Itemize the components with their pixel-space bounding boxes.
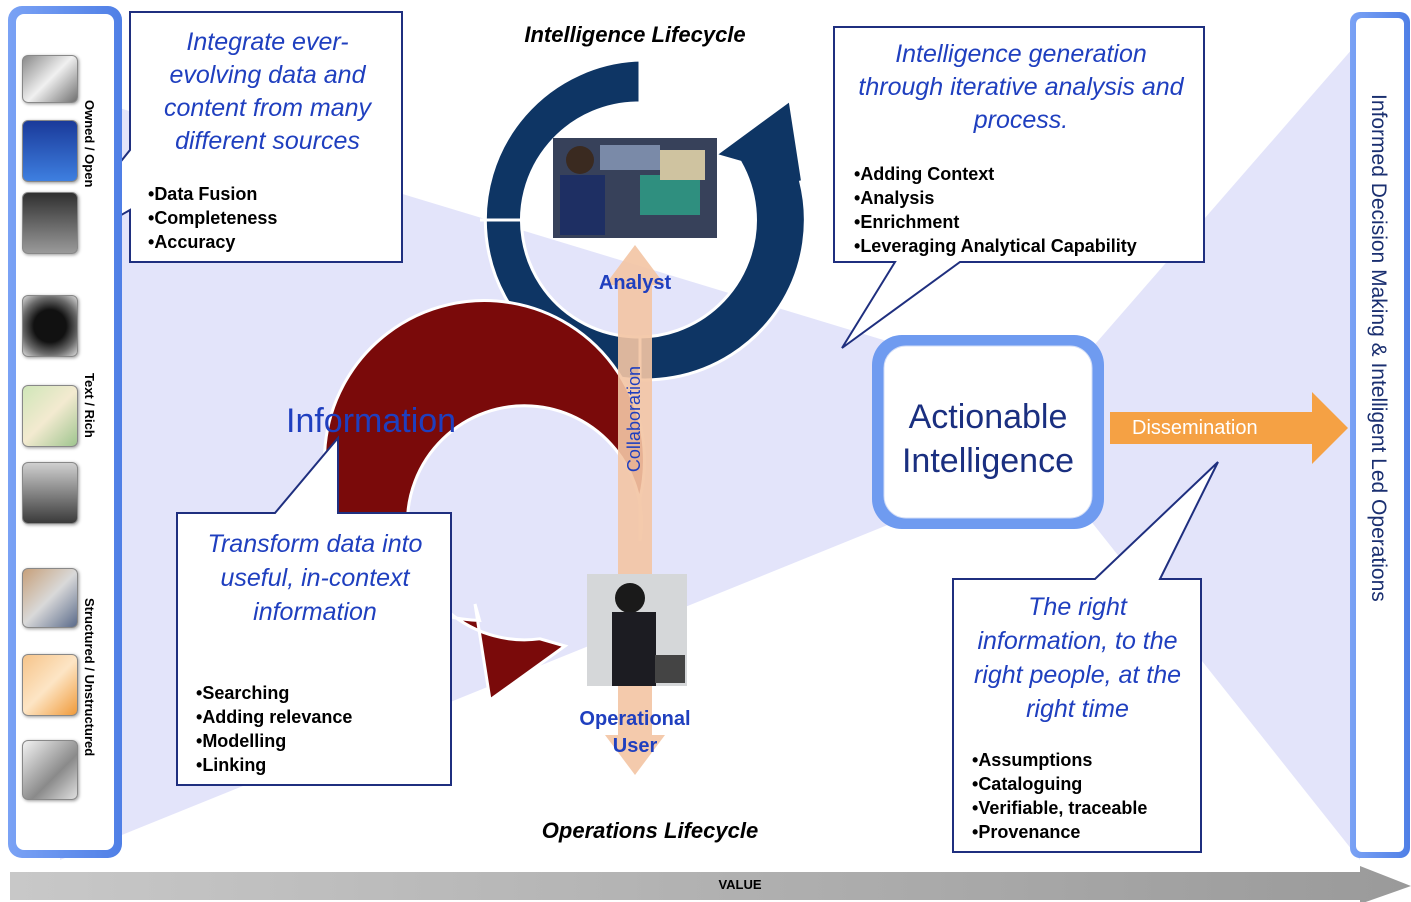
operational-user-label: Operational User [579,708,691,757]
documents-icon [22,740,78,800]
intelligence-lifecycle-title: Intelligence Lifecycle [524,22,746,47]
map-icon [22,385,78,447]
bullet-leveraging-capability: Leveraging Analytical Capability [854,234,1136,258]
label-text-rich: Text / Rich [82,373,97,438]
cctv-icon [22,462,78,524]
bullet-verifiable: Verifiable, traceable [972,796,1147,820]
camera-lens-icon [22,295,78,357]
bullet-searching: Searching [196,681,352,705]
bullet-accuracy: Accuracy [148,230,277,254]
generation-callout-title: Intelligence generation through iterativ… [858,40,1184,134]
label-structured-unstructured: Structured / Unstructured [82,598,97,757]
atm-icon [22,192,78,254]
value-arrow [10,866,1411,902]
analyst-label: Analyst [598,272,672,294]
bullet-linking: Linking [196,753,352,777]
bullet-cataloguing: Cataloguing [972,772,1147,796]
bullet-provenance: Provenance [972,820,1147,844]
email-icon [22,654,78,716]
value-label: VALUE [718,877,762,892]
bullet-data-fusion: Data Fusion [148,182,277,206]
bullet-assumptions: Assumptions [972,748,1147,772]
mobile-phone-icon [22,568,78,628]
funnel-right [1090,40,1360,860]
satellite-icon [22,55,78,103]
right-panel [1356,18,1404,852]
integrate-callout-bullets: Data Fusion Completeness Accuracy [148,182,277,254]
actionable-intelligence-label: Actionable Intelligence [901,398,1074,480]
generation-callout-bullets: Adding Context Analysis Enrichment Lever… [854,162,1137,258]
information-label: Information [286,402,457,440]
label-owned-open: Owned / Open [82,100,97,188]
decision-making-label: Informed Decision Making & Intelligent L… [1367,94,1390,602]
bullet-analysis: Analysis [854,186,1137,210]
bullet-completeness: Completeness [148,206,277,230]
operations-lifecycle-title: Operations Lifecycle [541,818,759,843]
integrate-callout-title: Integrate ever-evolving data and content… [163,28,372,155]
right-info-callout-title: The right information, to the right peop… [973,593,1182,723]
dissemination-label: Dissemination [1132,417,1258,439]
operational-user-photo [587,574,687,686]
bullet-enrichment: Enrichment [854,210,1137,234]
collaboration-label: Collaboration [624,366,644,473]
dissemination-arrow [1110,392,1348,464]
transform-callout-title: Transform data into useful, in-context i… [207,530,423,626]
actionable-box [883,345,1093,519]
bullet-adding-relevance: Adding relevance [196,705,352,729]
http-screen-icon [22,120,78,182]
bullet-modelling: Modelling [196,729,352,753]
transform-callout-bullets: Searching Adding relevance Modelling Lin… [196,681,352,777]
bullet-adding-context: Adding Context [854,162,1137,186]
right-info-callout-bullets: Assumptions Cataloguing Verifiable, trac… [972,748,1147,844]
analyst-photo [553,138,717,238]
